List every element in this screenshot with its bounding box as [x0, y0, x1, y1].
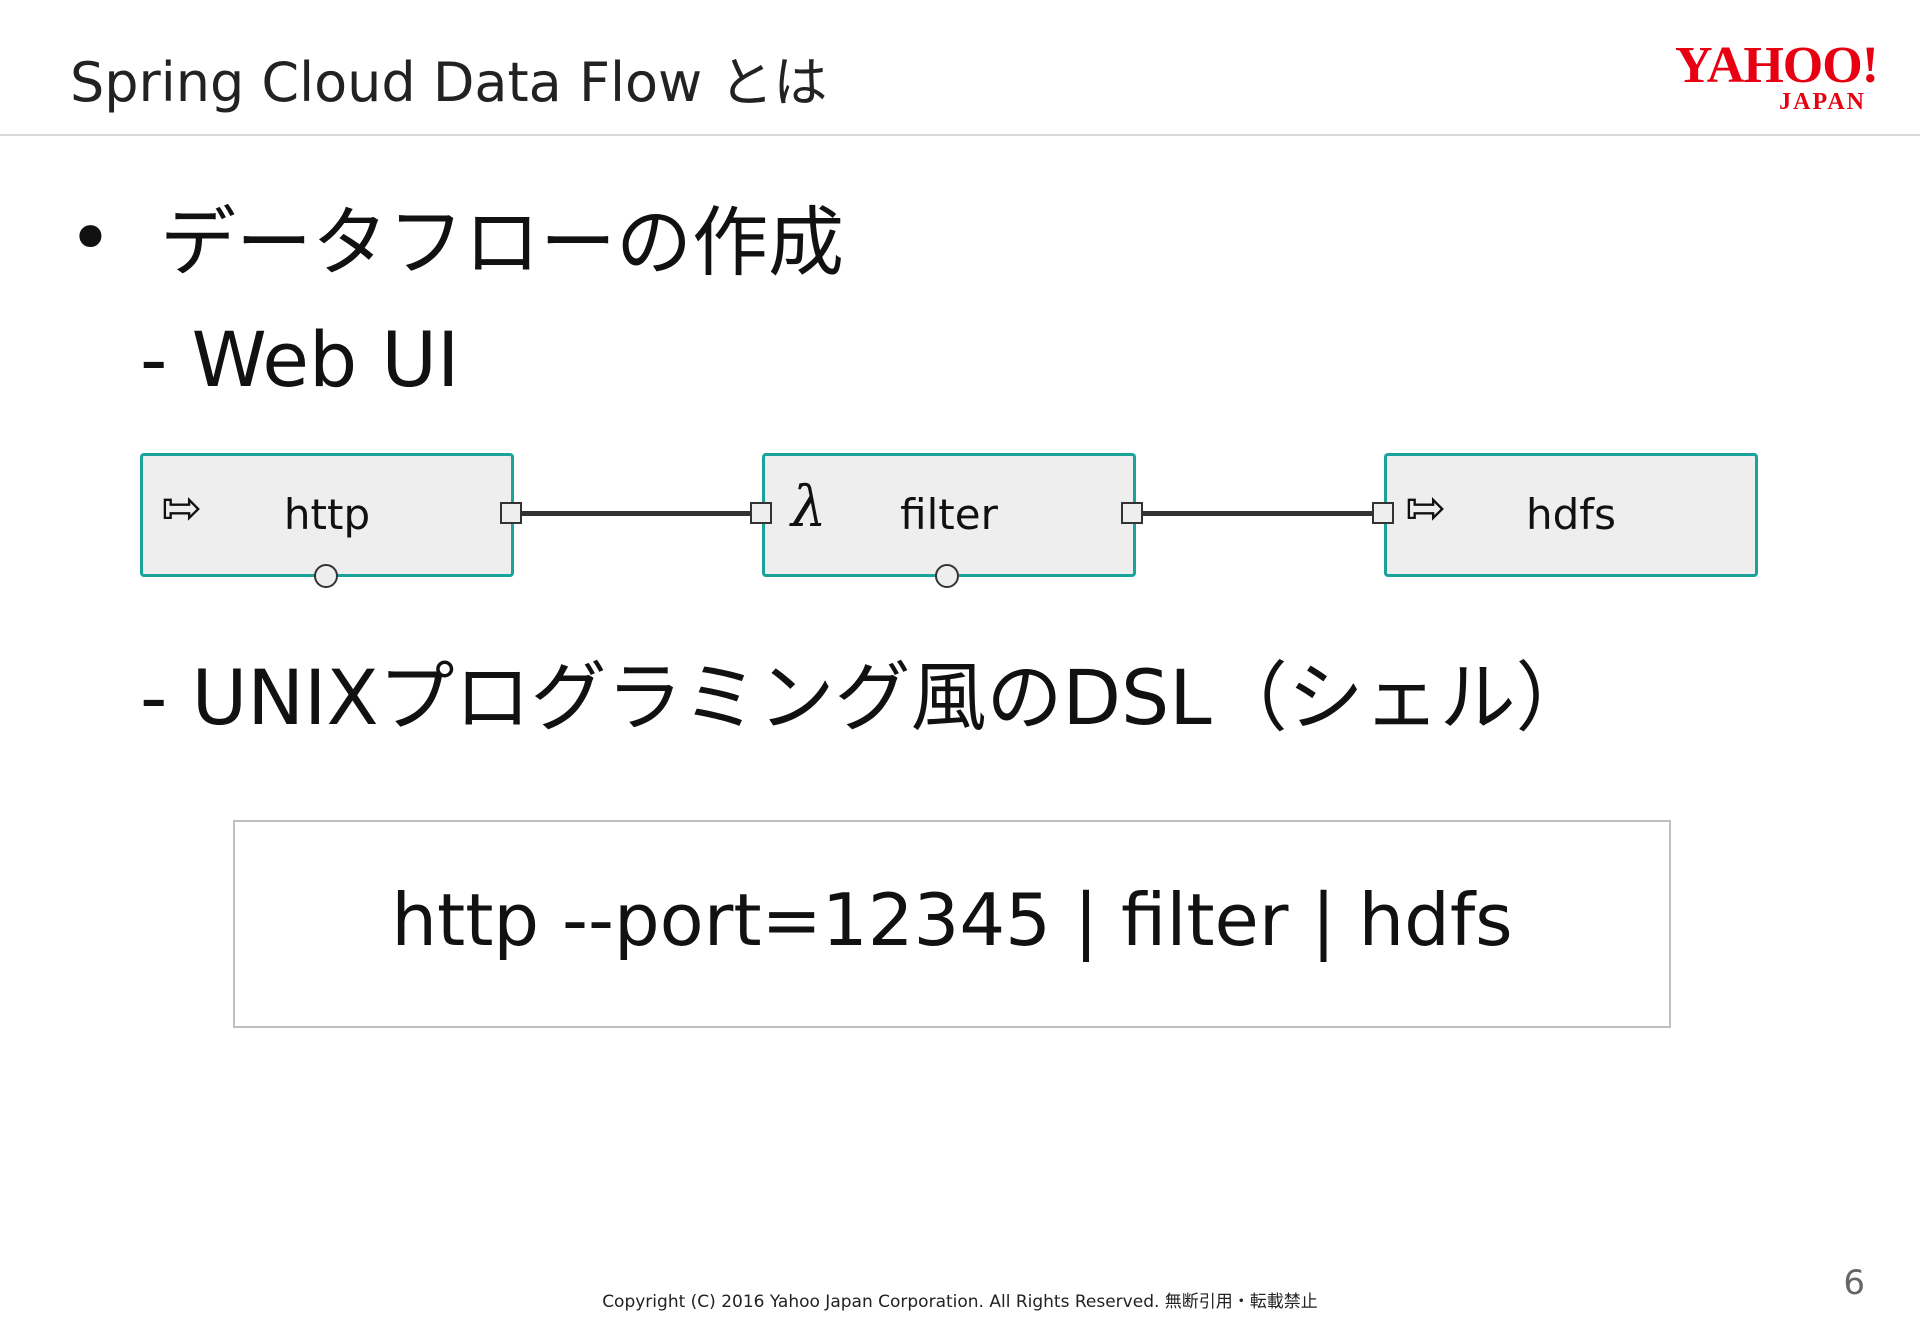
- yahoo-japan-logo: YAHOO! JAPAN: [1638, 37, 1879, 115]
- tap-port[interactable]: [314, 564, 338, 588]
- flow-link-filter-hdfs: [1136, 511, 1380, 516]
- flow-node-http[interactable]: ⇰ http: [140, 453, 514, 577]
- input-port[interactable]: [750, 502, 772, 524]
- bullet-heading: データフローの作成: [160, 198, 844, 287]
- copyright-notice: Copyright (C) 2016 Yahoo Japan Corporati…: [602, 1292, 1318, 1312]
- logo-subtext: JAPAN: [1779, 89, 1866, 115]
- sub-item-dsl: - UNIXプログラミング風のDSL（シェル）: [140, 653, 1592, 742]
- page-number: 6: [1843, 1263, 1865, 1303]
- node-label: hdfs: [1526, 490, 1616, 539]
- flow-link-http-filter: [514, 511, 758, 516]
- source-arrow-icon: ⇰: [161, 480, 202, 536]
- tap-port[interactable]: [935, 564, 959, 588]
- dsl-code-box: http --port=12345 | filter | hdfs: [233, 820, 1671, 1028]
- flow-node-filter[interactable]: λ filter: [762, 453, 1136, 577]
- stream-flow-diagram: ⇰ http λ filter ⇰ hdfs: [136, 448, 1761, 598]
- output-port[interactable]: [500, 502, 522, 524]
- node-label: http: [283, 490, 371, 539]
- input-port[interactable]: [1372, 502, 1394, 524]
- flow-node-hdfs[interactable]: ⇰ hdfs: [1384, 453, 1758, 577]
- slide-header: Spring Cloud Data Flow とは YAHOO! JAPAN: [0, 0, 1920, 136]
- slide-title: Spring Cloud Data Flow とは: [70, 51, 828, 114]
- dsl-code-text: http --port=12345 | filter | hdfs: [391, 878, 1513, 962]
- node-label: filter: [900, 490, 998, 539]
- bullet-point: •: [68, 193, 113, 282]
- sub-item-web-ui: - Web UI: [140, 315, 460, 404]
- logo-wordmark: YAHOO!: [1675, 37, 1879, 94]
- output-port[interactable]: [1121, 502, 1143, 524]
- sink-arrow-icon: ⇰: [1405, 480, 1446, 536]
- lambda-icon: λ: [791, 475, 827, 540]
